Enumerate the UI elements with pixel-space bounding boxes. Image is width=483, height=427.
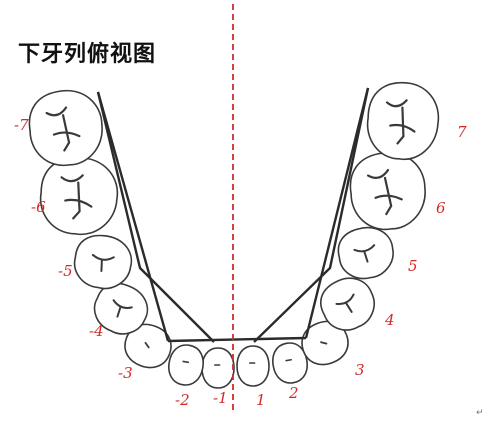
lower-left-first-molar-icon (39, 156, 119, 236)
left-outer-arch-line (96, 91, 170, 342)
lower-right-second-premolar-icon (337, 226, 394, 280)
lower-right-second-molar-icon (366, 81, 440, 161)
tooth-label-left-7: -7 (14, 116, 29, 134)
tooth-label-left-4: -4 (89, 322, 104, 340)
tooth-label-right-7: 7 (457, 123, 467, 141)
tooth-labels-group: -1 -2 -3 -4 -5 -6 -7 1 2 3 4 5 6 7 (14, 116, 467, 409)
diagram-title: 下牙列俯视图 (18, 42, 157, 67)
lower-left-first-premolar-icon (93, 282, 149, 335)
tooth-label-left-2: -2 (175, 391, 190, 409)
tooth-label-left-1: -1 (213, 389, 228, 407)
tooth-label-right-5: 5 (408, 257, 418, 275)
right-inner-arch-line (253, 87, 370, 343)
tooth-label-right-1: 1 (256, 391, 266, 409)
return-mark-icon: ↵ (476, 408, 483, 418)
lower-left-second-premolar-icon (73, 234, 133, 290)
tooth-label-right-2: 2 (288, 384, 299, 402)
left-inner-arch-line (96, 91, 215, 343)
lower-right-central-incisor-icon (236, 345, 270, 387)
lower-left-central-incisor-icon (201, 347, 235, 389)
right-outer-arch-line (304, 87, 370, 339)
lower-left-lateral-incisor-icon (168, 344, 204, 386)
tooth-label-left-5: -5 (58, 262, 73, 280)
teeth-group (28, 81, 440, 389)
lower-right-first-molar-icon (349, 151, 426, 231)
tooth-label-left-3: -3 (118, 364, 133, 382)
tooth-label-right-6: 6 (436, 199, 446, 217)
lower-right-first-premolar-icon (320, 277, 375, 331)
tooth-label-left-6: -6 (31, 198, 46, 216)
anterior-baseline (167, 336, 307, 343)
lower-left-second-molar-icon (28, 89, 103, 167)
tooth-label-right-3: 3 (355, 361, 365, 379)
tooth-label-right-4: 4 (384, 311, 395, 329)
arch-lines-group (96, 4, 370, 412)
